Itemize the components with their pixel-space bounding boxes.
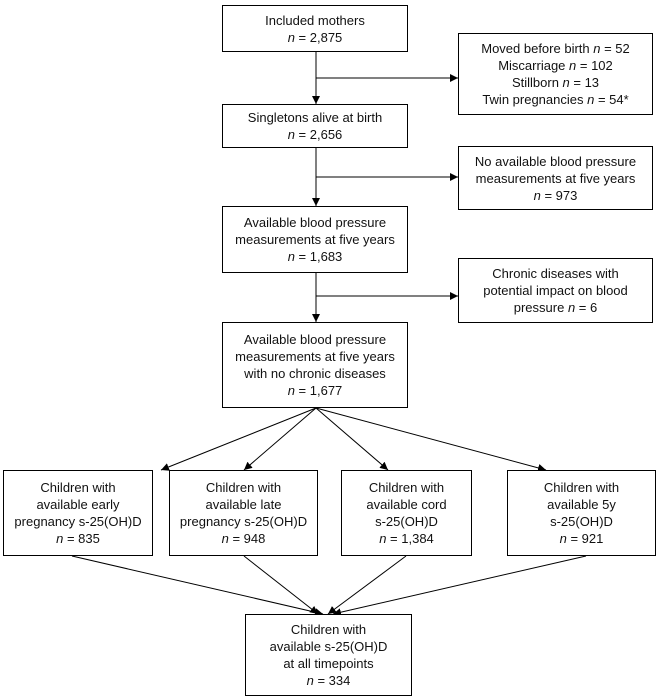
arrow-late-to-all	[243, 555, 319, 615]
node-available-bp-line1: Available blood pressure	[243, 215, 387, 230]
node-excluded-no-bp: No available blood pressure measurements…	[458, 146, 653, 210]
excluded-twin: Twin pregnancies n = 54*	[482, 92, 629, 107]
node-all-line3: at all timepoints	[283, 656, 374, 671]
arrow-to-fivey	[315, 407, 547, 472]
node-early-line2: available early	[36, 497, 120, 512]
excluded-moved: Moved before birth n = 52	[481, 41, 630, 56]
node-available-bp: Available blood pressure measurements at…	[222, 206, 408, 273]
arrow-fivey-to-all	[332, 555, 587, 617]
node-excluded-chronic-line1: Chronic diseases with	[492, 266, 619, 281]
node-available-bp-n: n = 1,683	[287, 249, 343, 264]
node-all-line2: available s-25(OH)D	[269, 639, 388, 654]
node-singletons-n: n = 2,656	[287, 127, 343, 142]
node-excluded-no-bp-line1: No available blood pressure	[474, 153, 637, 169]
node-all-timepoints: Children with available s-25(OH)D at all…	[245, 614, 412, 696]
node-cord-line1: Children with	[368, 480, 445, 495]
arrow-to-late	[243, 407, 317, 471]
node-late-line1: Children with	[205, 480, 282, 495]
node-fivey-n: n = 921	[559, 531, 604, 546]
node-included-mothers-n: n = 2,875	[287, 29, 343, 45]
arrow-to-cord	[315, 407, 389, 471]
node-included-mothers: Included mothers n = 2,875	[222, 5, 408, 52]
node-late-pregnancy: Children with available late pregnancy s…	[169, 470, 318, 556]
node-no-chronic-line1: Available blood pressure	[243, 332, 387, 347]
node-excluded-chronic-line2: potential impact on blood	[483, 283, 628, 298]
node-excluded-birth: Moved before birth n = 52 Miscarriage n …	[458, 33, 653, 115]
node-singletons-title: Singletons alive at birth	[247, 110, 383, 125]
node-cord-n: n = 1,384	[379, 531, 434, 546]
node-late-n: n = 948	[221, 531, 266, 546]
node-cord-line2: available cord	[366, 497, 447, 512]
node-early-n: n = 835	[56, 531, 100, 546]
arrow-to-early	[160, 407, 317, 471]
node-no-chronic: Available blood pressure measurements at…	[222, 322, 408, 408]
node-early-line1: Children with	[40, 480, 116, 495]
node-cord: Children with available cord s-25(OH)D n…	[341, 470, 472, 556]
node-fivey-line3: s-25(OH)D	[550, 514, 613, 529]
node-no-chronic-line3: with no chronic diseases	[244, 366, 386, 381]
node-included-mothers-title: Included mothers	[265, 12, 365, 28]
node-all-n: n = 334	[306, 673, 351, 688]
node-fivey-line2: available 5y	[547, 497, 616, 512]
node-excluded-chronic-n: pressure n = 6	[513, 300, 598, 315]
node-no-chronic-line2: measurements at five years	[235, 349, 395, 364]
node-all-line1: Children with	[290, 622, 367, 637]
node-singletons: Singletons alive at birth n = 2,656	[222, 104, 408, 148]
excluded-stillborn: Stillborn n = 13	[511, 75, 600, 90]
node-early-line3: pregnancy s-25(OH)D	[14, 514, 142, 529]
arrow-early-to-all	[71, 555, 324, 617]
excluded-miscarriage: Miscarriage n = 102	[498, 58, 613, 73]
node-excluded-no-bp-line2: measurements at five years	[475, 170, 636, 186]
node-fivey-line1: Children with	[543, 480, 620, 495]
node-excluded-no-bp-n: n = 973	[533, 187, 578, 203]
node-fivey: Children with available 5y s-25(OH)D n =…	[507, 470, 656, 556]
node-late-line3: pregnancy s-25(OH)D	[179, 514, 308, 529]
node-late-line2: available late	[205, 497, 282, 512]
node-excluded-chronic: Chronic diseases with potential impact o…	[458, 258, 653, 323]
node-available-bp-line2: measurements at five years	[235, 232, 395, 247]
node-early-pregnancy: Children with available early pregnancy …	[3, 470, 153, 556]
node-no-chronic-n: n = 1,677	[287, 383, 343, 398]
arrow-cord-to-all	[327, 555, 407, 615]
node-cord-line3: s-25(OH)D	[375, 514, 438, 529]
